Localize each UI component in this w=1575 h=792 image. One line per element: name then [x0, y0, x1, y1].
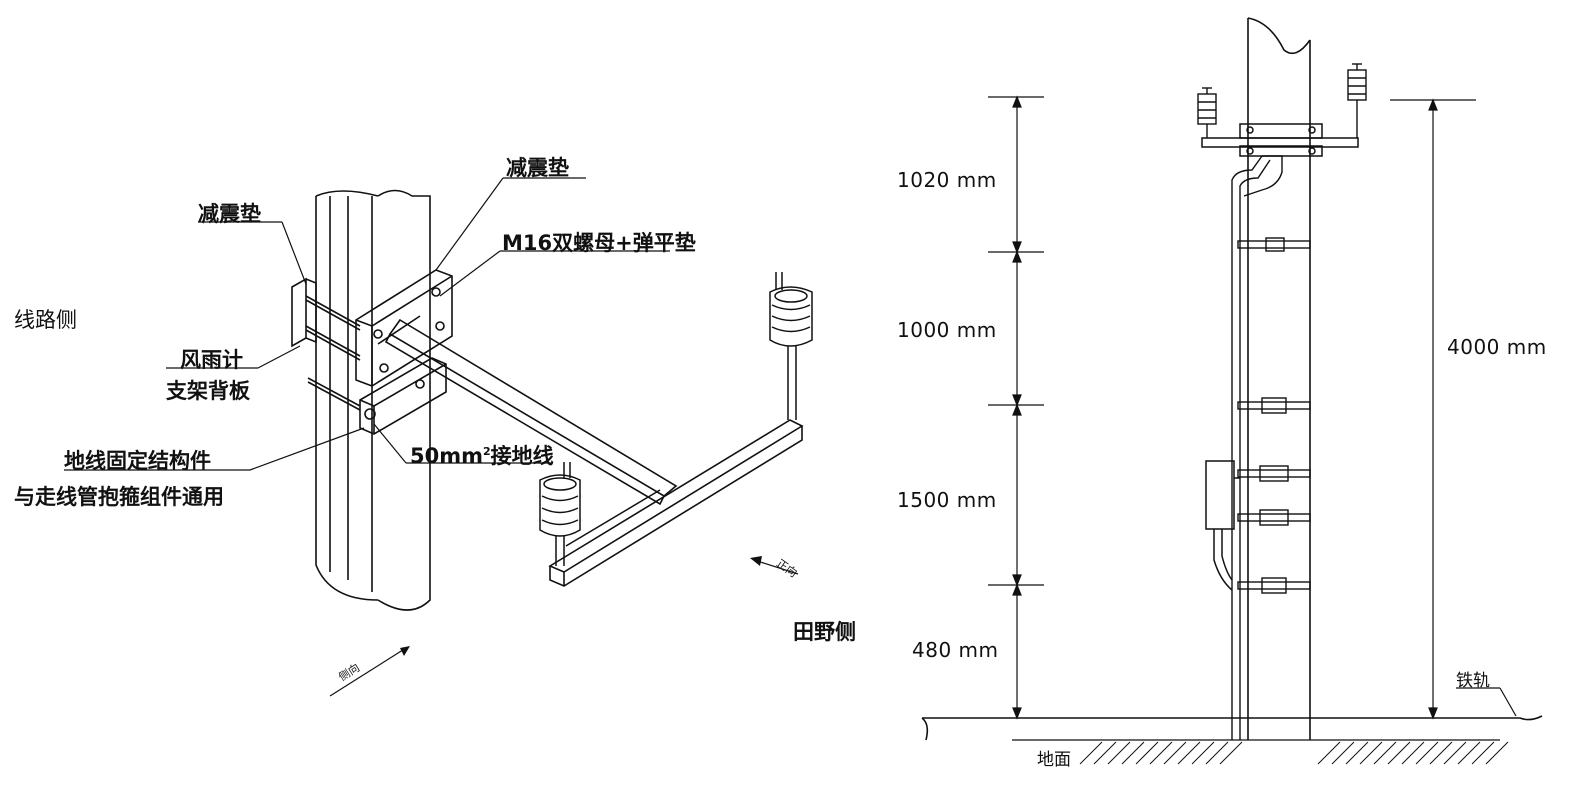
rail-leader	[1456, 687, 1517, 717]
dimension-2: 1000 mm	[897, 318, 997, 342]
ground-wire-text: 接地线	[490, 444, 554, 468]
label-ground-fixture-1: 地线固定结构件	[64, 449, 211, 473]
rail-label: 铁轨	[1456, 671, 1490, 691]
ground-wire-size: 50mm	[410, 444, 483, 468]
label-bolt: M16双螺母+弹平垫	[502, 231, 696, 255]
conduit	[1231, 155, 1283, 740]
dimension-1: 1020 mm	[897, 168, 997, 192]
direction-arrow-bottom	[329, 646, 410, 697]
mast	[315, 189, 431, 611]
junction-box	[1205, 460, 1240, 591]
label-field-side: 田野侧	[793, 620, 856, 644]
ground-hatching	[1079, 741, 1509, 765]
label-line-side: 线路侧	[14, 308, 77, 332]
label-damping-pad-left: 减震垫	[198, 202, 261, 226]
label-damping-pad-top: 减震垫	[506, 156, 569, 180]
lower-clamp	[359, 357, 447, 435]
label-ground-wire: 50mm2接地线	[410, 440, 554, 470]
pole	[1247, 17, 1311, 740]
sensor-right	[1347, 63, 1367, 138]
top-arm	[1201, 123, 1359, 157]
sensor-left	[1197, 87, 1217, 138]
ground-label: 地面	[1037, 750, 1071, 770]
total-height-dimension	[1390, 98, 1476, 720]
total-height-label: 4000 mm	[1447, 335, 1547, 359]
clamps	[1237, 237, 1311, 594]
dimension-3: 1500 mm	[897, 488, 997, 512]
label-gauge-backplate-1: 风雨计	[180, 348, 243, 372]
ground-wire-sup: 2	[483, 445, 491, 458]
right-gauge	[769, 272, 813, 420]
leader-lines	[64, 177, 670, 471]
label-ground-fixture-2: 与走线管抱箍组件通用	[14, 485, 224, 509]
left-gauge	[539, 462, 661, 566]
dimension-chain	[988, 95, 1044, 720]
backplate-left	[291, 277, 361, 411]
dimension-4: 480 mm	[912, 638, 999, 662]
cross-bar	[548, 419, 804, 587]
label-gauge-backplate-2: 支架背板	[166, 379, 250, 403]
ground	[921, 715, 1543, 741]
direction-arrow-top	[750, 556, 799, 575]
